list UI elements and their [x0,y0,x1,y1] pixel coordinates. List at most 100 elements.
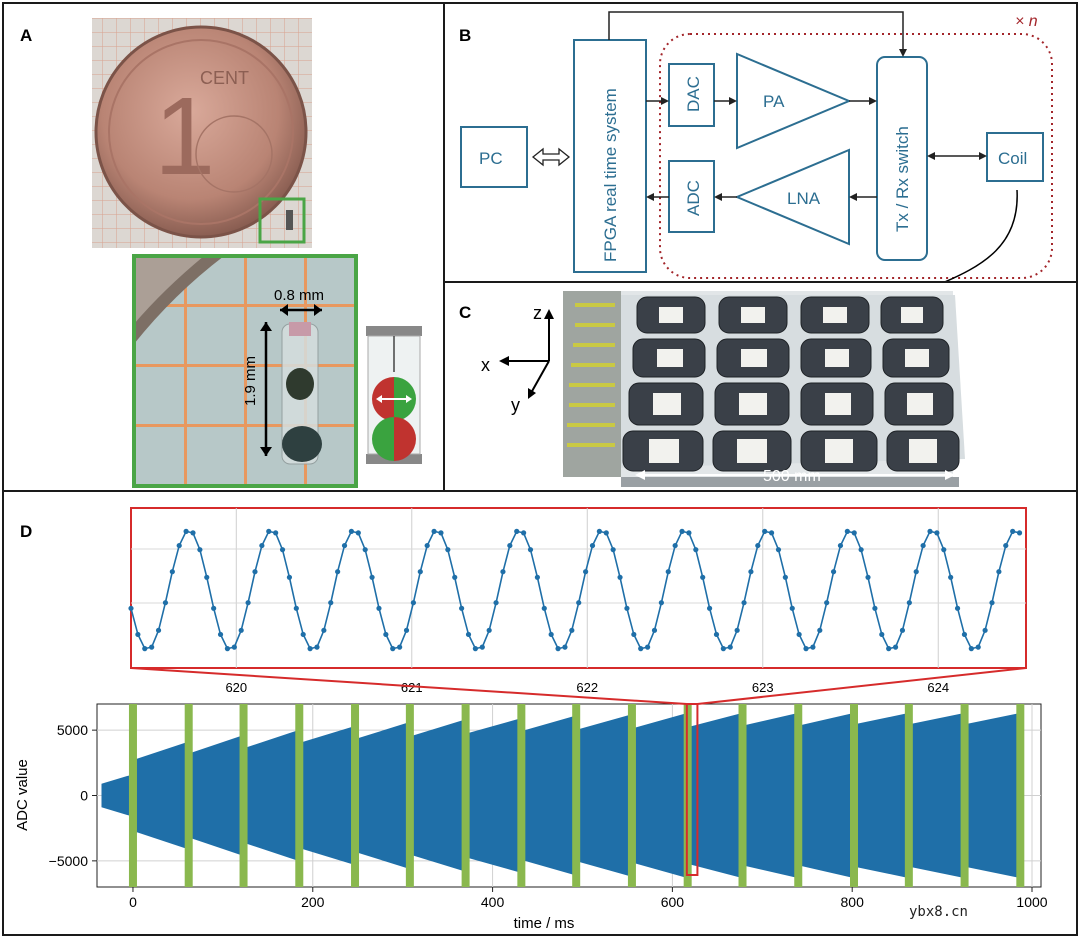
zoom-data-point [321,627,327,633]
zoom-data-point [700,574,706,580]
zoom-series-line [130,530,1020,650]
zoom-data-point [693,547,699,553]
zoom-data-point [837,542,844,549]
excitation-pulse-bar [128,704,137,887]
zoom-data-point [583,569,589,575]
panel-c-label: C [459,303,472,322]
zoom-data-point [507,542,513,549]
signal-segment [192,735,243,856]
zoom-window-box [685,703,699,876]
zoom-data-point [954,605,961,611]
zoom-data-point [211,605,217,611]
zoom-data-point [576,600,582,606]
zoom-data-point [768,530,775,536]
signal-segment [302,726,355,865]
zoom-data-point [996,569,1002,575]
dac-label: DAC [684,76,703,112]
zoom-data-point [514,528,520,534]
zoom-data-point [431,528,437,534]
zoom-data-point [541,605,547,611]
zoom-data-point [920,542,926,549]
zoom-data-point [238,627,244,633]
block-diagram: × n PC FPGA real time system DAC ADC PA … [460,11,1053,281]
zoom-data-point [968,646,974,652]
zoom-x-tick-label: 624 [927,680,949,695]
signal-segment [635,713,687,878]
zoom-data-point [273,530,279,536]
zoom-data-point [824,600,830,606]
zoom-data-point [741,600,747,606]
zoom-data-point [410,600,417,606]
zoom-data-point [286,574,293,580]
panel-b-label: B [459,26,472,45]
zoom-data-point [548,631,554,638]
excitation-pulse-bar [405,704,414,887]
coil-label: Coil [998,149,1027,168]
zoom-data-point [734,627,740,633]
watermark: ybx8.cn [908,904,968,920]
zoom-data-point [844,528,850,534]
pc-block [460,126,528,188]
zoom-data-point [383,631,389,638]
panel-a: A 1 CENT [2,2,445,492]
zoom-data-point [617,574,623,580]
zoom-data-point [941,547,947,553]
zoom-data-point [658,600,664,606]
zoom-data-point [596,528,602,534]
repeat-count-label: × n [1015,13,1038,30]
zoom-data-point [782,574,788,580]
excitation-pulse-bar [239,704,248,887]
zoom-data-point [479,644,485,650]
coil-block [986,132,1044,182]
zoom-data-point [390,646,396,652]
zoom-data-point [335,569,341,575]
zoom-data-point [438,530,444,536]
zoom-data-point [452,574,458,580]
y-tick-label: −5000 [49,853,89,869]
zoom-data-point [755,542,761,549]
zoom-frame [130,507,1027,669]
pc-label: PC [479,149,503,168]
x-tick-label: 0 [129,894,137,910]
zoom-x-tick-label: 620 [225,680,247,695]
zoom-data-point [169,569,175,575]
zoom-data-point [403,627,410,633]
sample-highlight-box [258,197,306,244]
zoom-data-point [176,542,182,549]
excitation-pulse-bar [351,704,360,887]
zoom-data-point [603,530,609,536]
zoom-data-point [204,574,210,580]
excitation-pulse-bar [461,704,470,887]
zoom-data-point [989,600,995,606]
zoom-data-point [858,547,864,553]
x-tick-label: 400 [481,894,505,910]
signal-segment [136,741,188,850]
zoom-data-point [217,631,224,638]
coil-array-illustration: z x y [481,291,965,487]
zoom-data-point [328,600,334,606]
zoom-x-tick-label: 622 [576,680,598,695]
zoom-data-point [190,530,196,536]
signal-segment [469,718,521,873]
zoom-data-point [149,644,155,650]
x-tick-label: 600 [661,894,685,910]
zoom-data-point [961,631,968,638]
signal-segment [691,713,742,878]
fpga-block [573,39,647,273]
panel-a-label: A [20,26,33,45]
zoom-connector-right [697,667,1027,705]
zoom-data-point [197,547,203,553]
excitation-pulse-bar [572,704,581,887]
signal-segment [247,730,299,861]
zoom-data-point [279,547,286,553]
zoom-data-point [183,528,189,534]
signal-segment [358,722,409,869]
axis-x-label: x [481,355,490,375]
zoom-data-point [369,574,375,580]
zoom-data-point [713,631,720,638]
zoom-data-point [307,646,313,652]
excitation-pulse-bar [904,704,913,887]
zoom-connector-left [130,667,687,705]
signal-segment [968,713,1020,878]
